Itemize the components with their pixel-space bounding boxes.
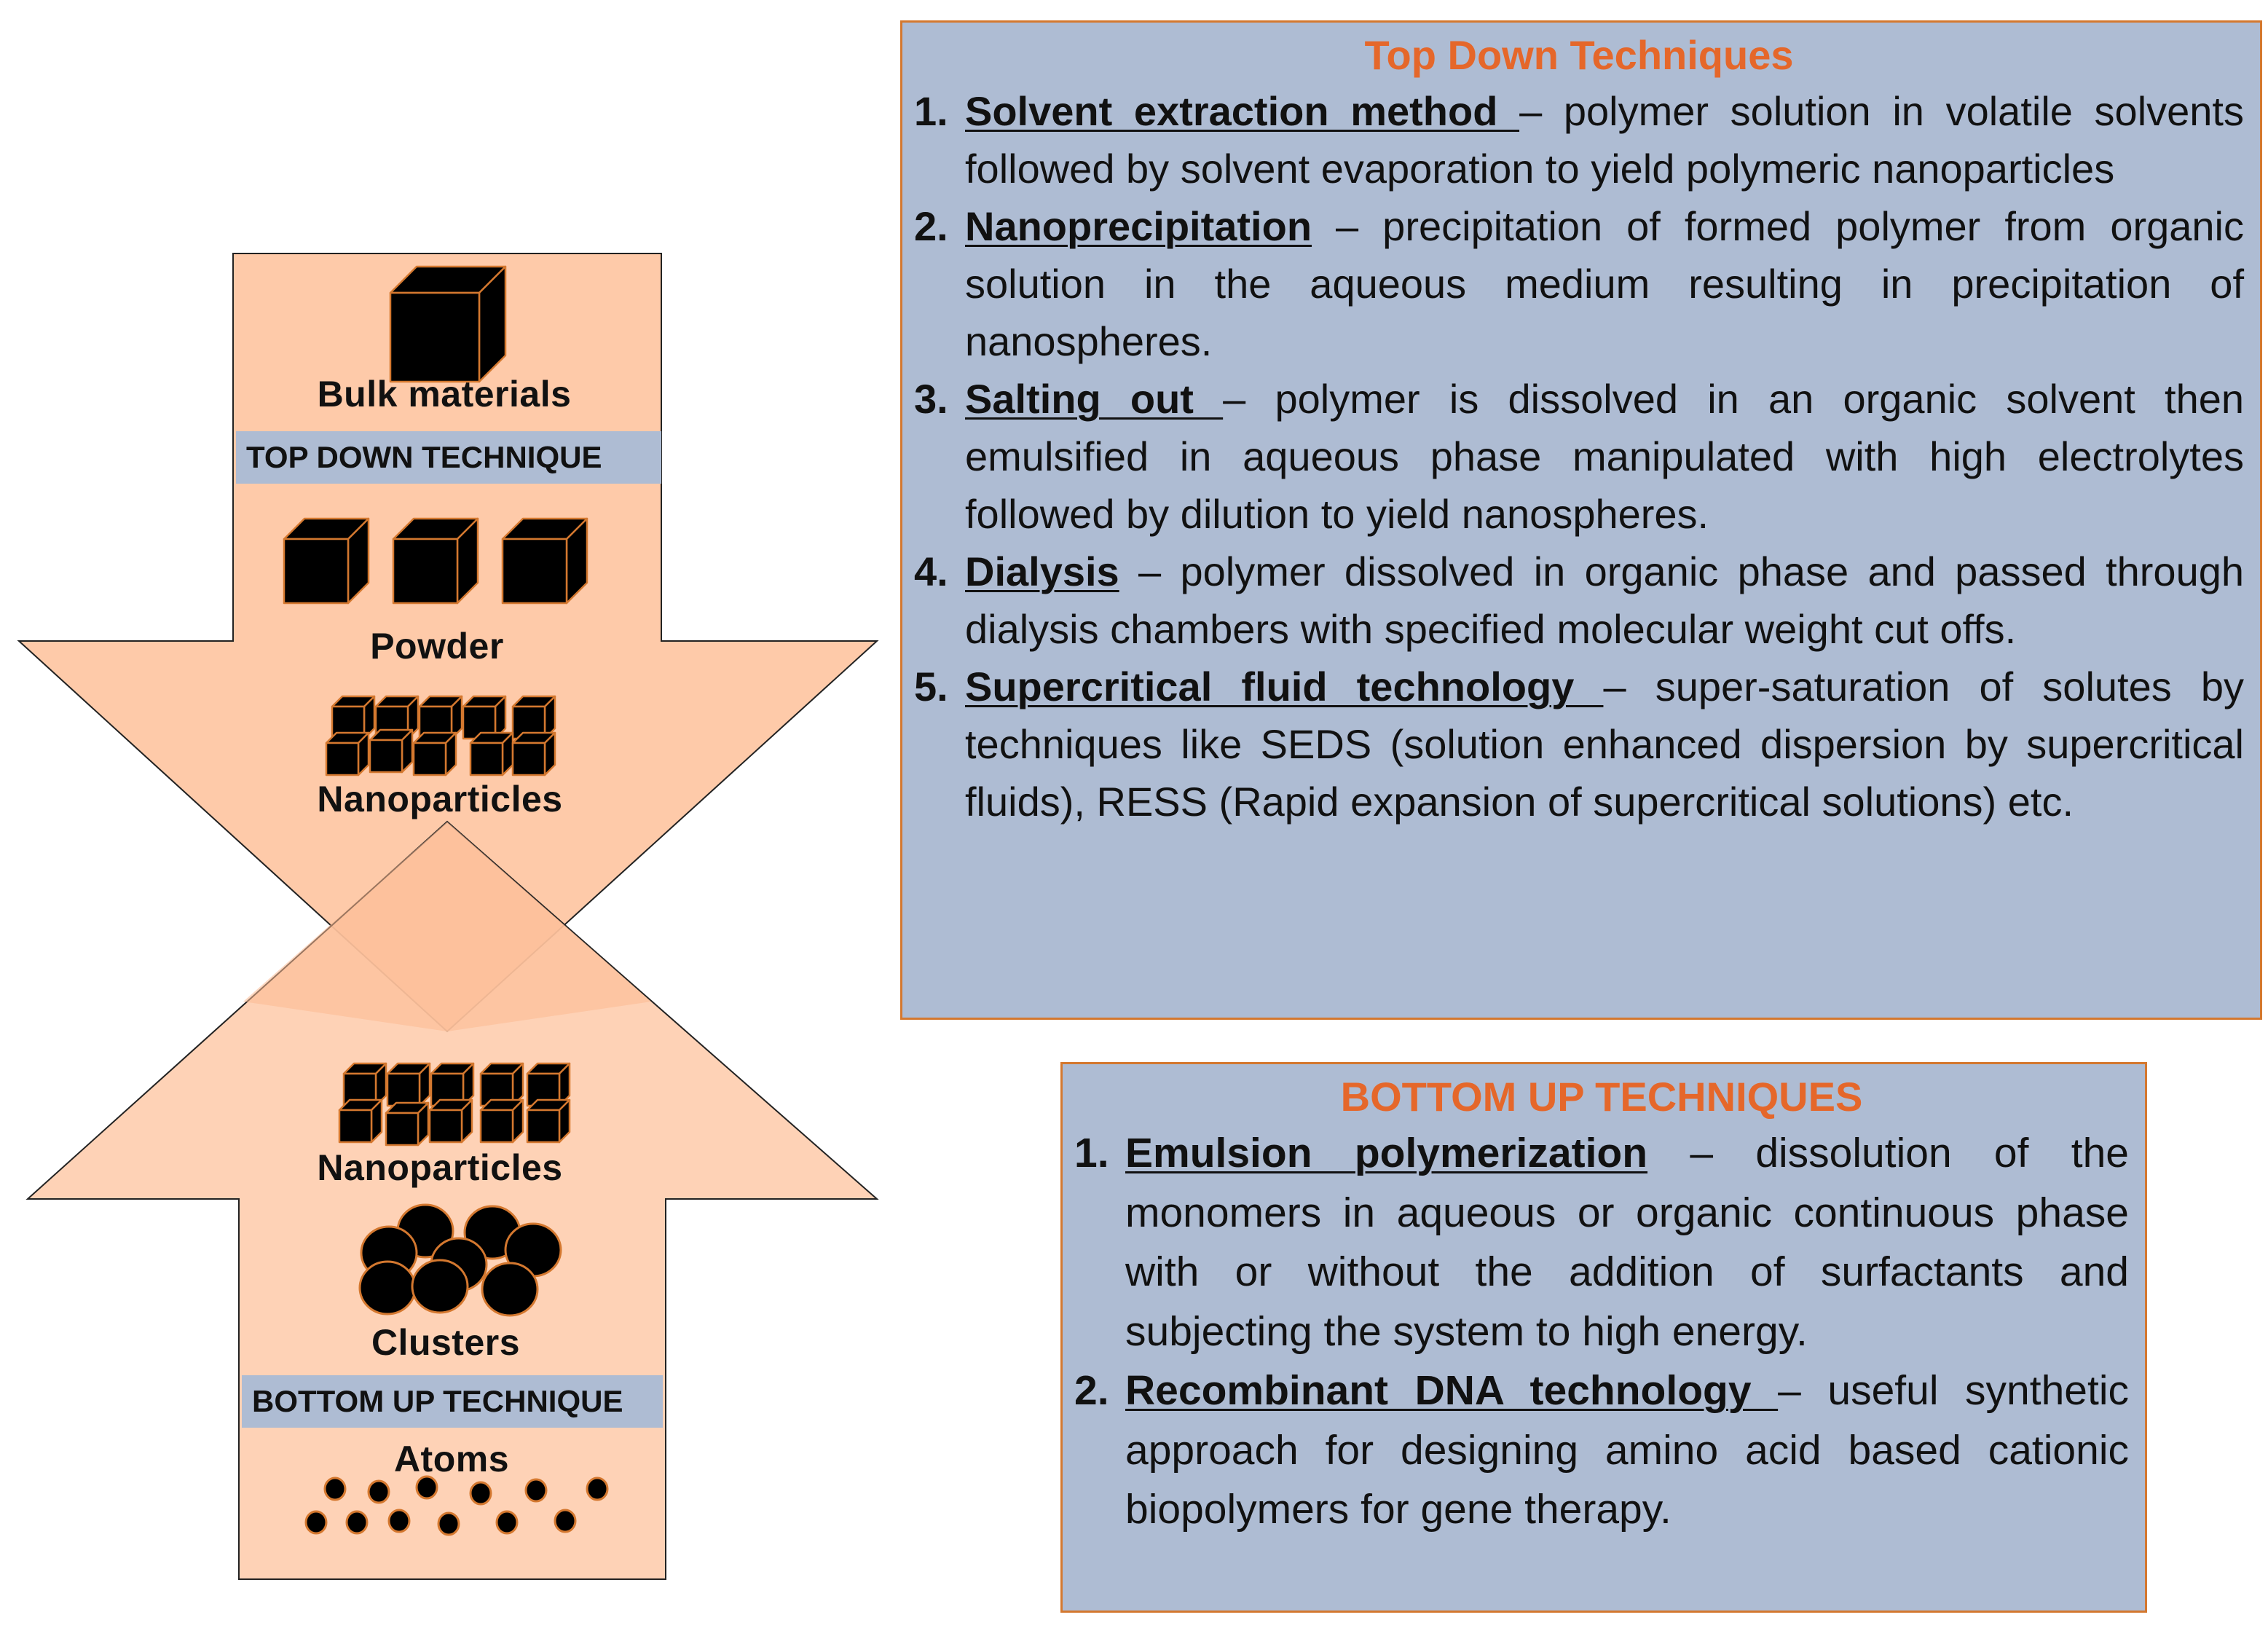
nanoparticle-cube <box>428 1098 473 1144</box>
atom-dot <box>437 1511 460 1536</box>
atom-dot <box>586 1476 609 1501</box>
atom-dot <box>495 1510 519 1535</box>
powder-label: Powder <box>370 626 504 666</box>
atom-dot <box>415 1475 438 1500</box>
powder-cube <box>392 517 479 605</box>
nanoparticle-cube <box>526 1062 571 1107</box>
nanoparticle-cube <box>386 1062 431 1107</box>
technique-term: Solvent extraction method <box>965 88 1520 134</box>
bulk-material-cube <box>389 265 507 383</box>
top-down-arrow <box>17 253 879 1033</box>
technique-description: – useful synthetic approach for designin… <box>1125 1367 2129 1533</box>
item-number: 4. <box>914 548 948 594</box>
top-down-technique-band: TOP DOWN TECHNIQUE <box>236 431 661 484</box>
nanoparticle-cube <box>418 695 463 740</box>
bottom-up-techniques-title: BOTTOM UP TECHNIQUES <box>1340 1074 1863 1120</box>
technique-term: Recombinant DNA technology <box>1125 1367 1779 1414</box>
technique-description: – polymer is dissolved in an organic sol… <box>965 376 2244 537</box>
nanoparticles-top-label: Nanoparticles <box>317 779 563 819</box>
list-item: 4. Dialysis – polymer dissolved in organ… <box>914 543 2244 658</box>
nanoparticle-cube <box>338 1098 383 1144</box>
nanoparticle-cube <box>462 695 507 740</box>
technique-term: Emulsion polymerization <box>1125 1130 1648 1176</box>
atom-dot <box>304 1510 328 1535</box>
technique-term: Dialysis <box>965 548 1119 594</box>
nanoparticle-cube <box>479 1098 524 1144</box>
atoms-label: Atoms <box>393 1439 510 1479</box>
nanoparticle-cube <box>342 1062 387 1107</box>
nanoparticle-cube <box>511 695 556 740</box>
list-item: 2. Nanoprecipitation – precipitation of … <box>914 197 2244 370</box>
list-item: 5. Supercritical fluid technology – supe… <box>914 658 2244 830</box>
nanoparticle-cube <box>412 731 457 776</box>
item-number: 2. <box>914 203 948 249</box>
atom-dot <box>367 1479 390 1504</box>
top-down-techniques-title: Top Down Techniques <box>1364 32 1794 78</box>
top-down-techniques-panel: Top Down Techniques 1. Solvent extractio… <box>900 20 2262 1020</box>
nanoparticles-bottom-label: Nanoparticles <box>317 1147 563 1188</box>
nano-synthesis-diagram <box>17 253 879 1580</box>
item-number: 3. <box>914 376 948 422</box>
nanoparticle-cube <box>369 728 414 774</box>
list-item: 2. Recombinant DNA technology – useful s… <box>1074 1361 2129 1540</box>
nanoparticle-cube <box>331 695 376 740</box>
bottom-up-techniques-panel: BOTTOM UP TECHNIQUES 1. Emulsion polymer… <box>1060 1062 2147 1613</box>
cluster-particle <box>481 1262 539 1317</box>
technique-description: – polymer dissolved in organic phase and… <box>965 548 2244 652</box>
arrow-overlap-region <box>243 822 651 1031</box>
atom-dot <box>323 1476 347 1501</box>
atom-dot <box>554 1509 577 1533</box>
nanoparticle-cube <box>385 1101 430 1147</box>
atom-dot <box>469 1481 492 1506</box>
cluster-particle <box>411 1259 469 1314</box>
powder-cube <box>283 517 370 605</box>
atom-dot <box>345 1510 369 1535</box>
list-item: 3. Salting out – polymer is dissolved in… <box>914 370 2244 543</box>
technique-term: Nanoprecipitation <box>965 203 1312 249</box>
item-number: 2. <box>1074 1367 1109 1414</box>
item-number: 1. <box>914 88 948 134</box>
top-down-techniques-list: 1. Solvent extraction method – polymer s… <box>914 82 2244 830</box>
list-item: 1. Emulsion polymerization – dissolution… <box>1074 1124 2129 1361</box>
item-number: 5. <box>914 664 948 709</box>
bottom-up-techniques-list: 1. Emulsion polymerization – dissolution… <box>1074 1124 2129 1540</box>
nanoparticle-cube <box>469 731 514 776</box>
technique-description: – precipitation of formed polymer from o… <box>965 203 2244 364</box>
technique-description: – dissolution of the monomers in aqueous… <box>1125 1130 2129 1355</box>
atom-dot <box>387 1509 411 1533</box>
technique-description: – polymer solution in volatile solvents … <box>965 88 2244 192</box>
nanoparticle-cube <box>511 731 556 776</box>
list-item: 1. Solvent extraction method – polymer s… <box>914 82 2244 197</box>
item-number: 1. <box>1074 1130 1109 1176</box>
bottom-up-technique-band: BOTTOM UP TECHNIQUE <box>242 1375 663 1428</box>
nanoparticle-cube <box>526 1098 571 1144</box>
technique-description: – super-saturation of solutes by techniq… <box>965 664 2244 825</box>
bottom-up-arrow <box>25 820 879 1580</box>
clusters-label: Clusters <box>371 1322 521 1363</box>
powder-cube <box>501 517 588 605</box>
cluster-particle <box>358 1260 417 1316</box>
nanoparticle-cube <box>325 731 370 776</box>
technique-term: Supercritical fluid technology <box>965 664 1604 709</box>
bulk-materials-label: Bulk materials <box>317 374 572 414</box>
technique-term: Salting out <box>965 376 1224 422</box>
atom-dot <box>524 1478 548 1503</box>
